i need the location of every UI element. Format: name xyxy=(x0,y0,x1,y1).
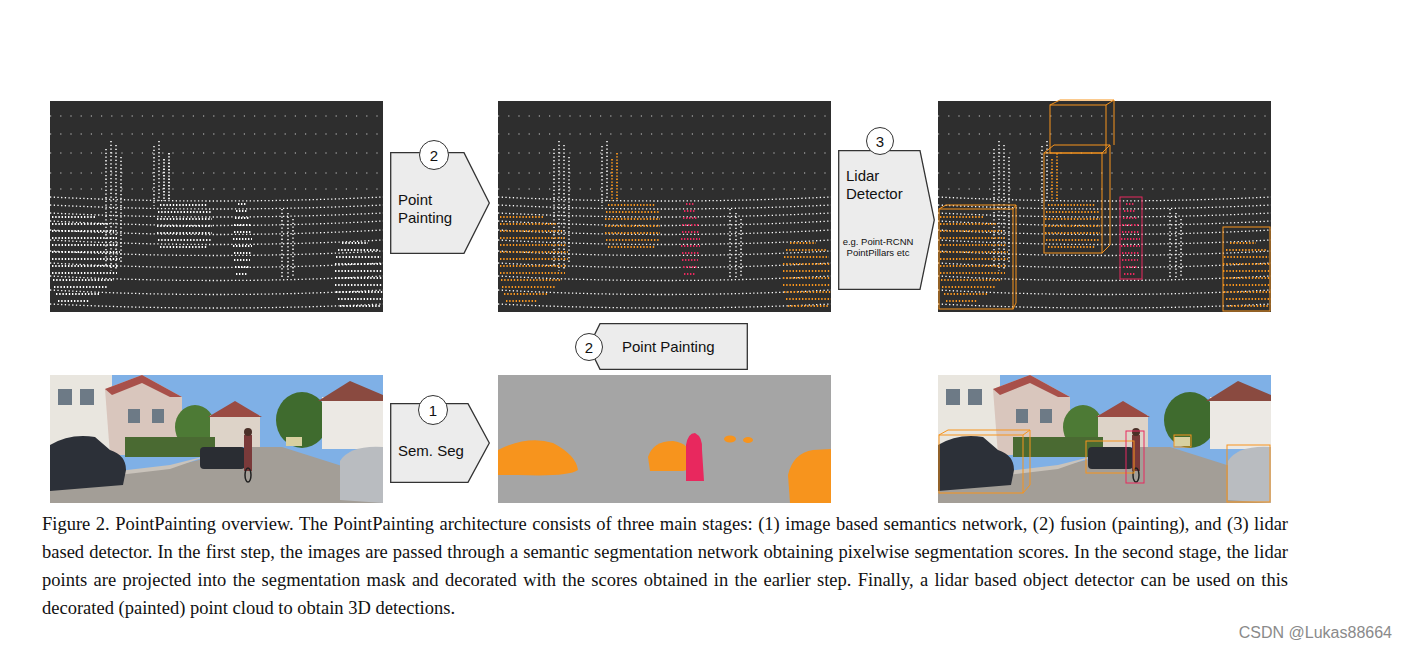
process-arrow: Point Painting 2 xyxy=(588,323,748,370)
figure-caption: Figure 2. PointPainting overview. The Po… xyxy=(42,510,1288,622)
step-examples: e.g. Point-RCNN PointPillars etc xyxy=(841,236,915,259)
step-label: Point Painting xyxy=(622,338,732,356)
step-label: Point Painting xyxy=(398,191,460,227)
process-arrow: Point Painting2 xyxy=(390,152,490,254)
step-number-text: 2 xyxy=(585,339,593,356)
step-number-text: 3 xyxy=(876,133,884,150)
step-number: 2 xyxy=(419,140,449,170)
step-number-text: 1 xyxy=(429,402,437,419)
step-number: 2 xyxy=(575,333,603,361)
step-number: 3 xyxy=(866,127,894,155)
step-number-text: 2 xyxy=(430,147,438,164)
step-label: Lidar Detector xyxy=(846,167,916,203)
step-label: Sem. Seg xyxy=(398,442,464,460)
process-arrow: Sem. Seg 1 xyxy=(390,403,490,483)
process-arrow: Lidar Detector e.g. Point-RCNN PointPilla… xyxy=(838,150,935,290)
watermark: CSDN @Lukas88664 xyxy=(1239,624,1392,642)
arrow-shape xyxy=(839,151,935,290)
arrow-shape xyxy=(589,324,748,370)
step-number: 1 xyxy=(418,395,448,425)
